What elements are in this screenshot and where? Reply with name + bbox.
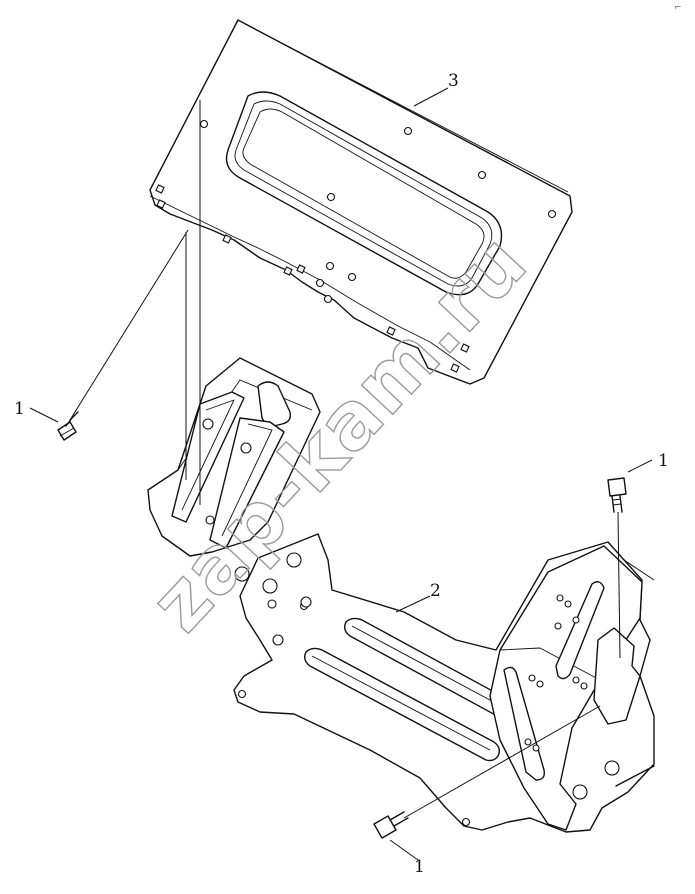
- corner-mark: ⌐: [674, 3, 682, 13]
- upper-side-bracket: [147, 357, 321, 557]
- leader-lines: [29, 87, 655, 861]
- callout-1-right: 1: [658, 451, 669, 471]
- bolt-right: [607, 477, 627, 513]
- callout-1-left: 1: [14, 399, 25, 419]
- bolt-left: [57, 411, 79, 441]
- part-2-base-tray: [233, 533, 655, 833]
- part-3-mounting-plate: [149, 19, 573, 385]
- callout-2: 2: [430, 581, 441, 601]
- bolt-bottom: [373, 811, 409, 839]
- callout-3: 3: [448, 71, 459, 91]
- callout-1-bottom: 1: [414, 857, 425, 877]
